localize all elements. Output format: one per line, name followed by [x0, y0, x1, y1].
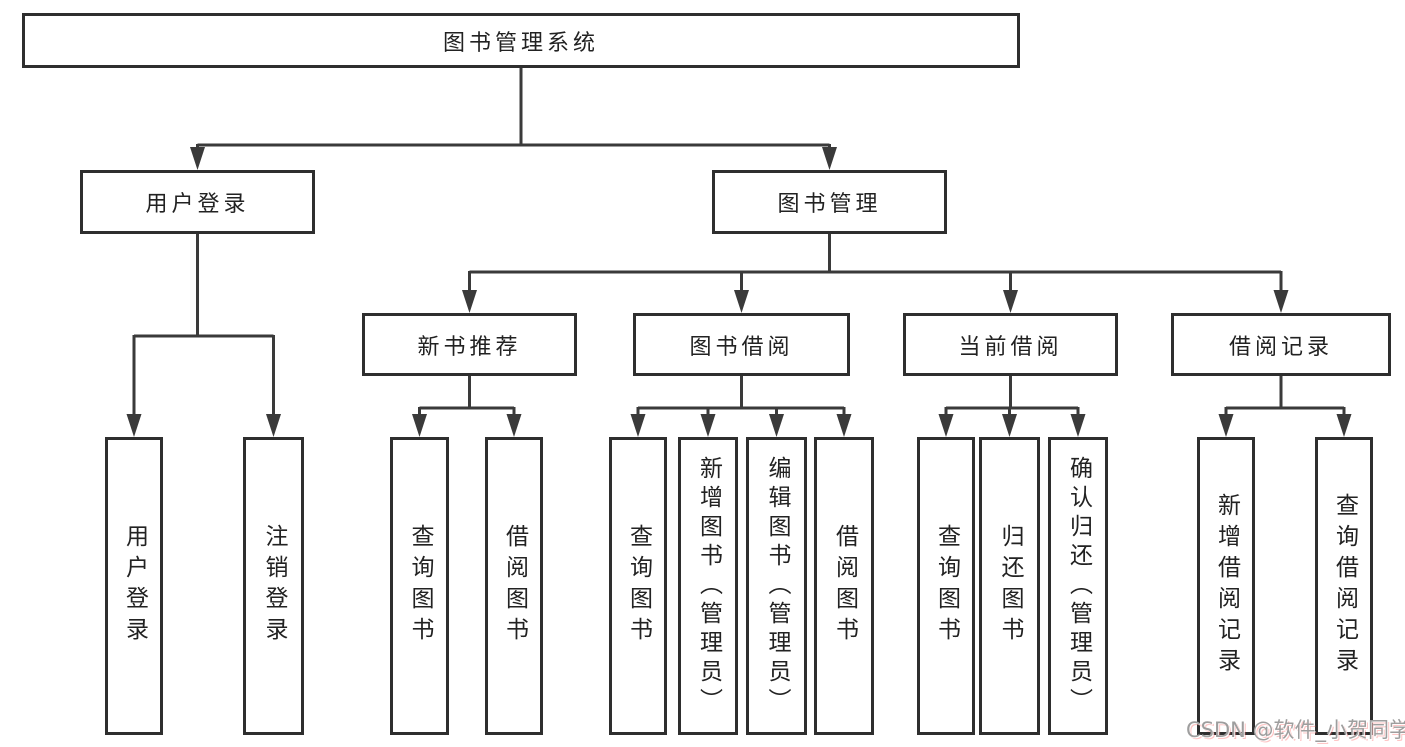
leaf-add-book-admin: 新增图书（管理员）: [678, 437, 738, 735]
leaf-add-book-admin-label: 新增图书（管理员）: [695, 455, 722, 717]
leaf-borrow-book-recommend: 借阅图书: [485, 437, 543, 735]
leaf-query-borrow-record: 查询借阅记录: [1315, 437, 1373, 735]
leaf-user-login: 用户登录: [105, 437, 163, 735]
leaf-query-borrow-record-label: 查询借阅记录: [1331, 493, 1358, 679]
leaf-query-book-recommend: 查询图书: [390, 437, 449, 735]
node-book-management: 图书管理: [712, 170, 947, 234]
node-user-login-label: 用户登录: [145, 192, 250, 217]
leaf-query-book-current: 查询图书: [917, 437, 975, 735]
node-book-borrow: 图书借阅: [633, 313, 850, 376]
leaf-query-book-current-label: 查询图书: [933, 524, 960, 648]
node-borrow-record-label: 借阅记录: [1228, 334, 1333, 360]
leaf-query-book-borrow-label: 查询图书: [625, 524, 652, 648]
node-current-borrow-label: 当前借阅: [958, 334, 1063, 360]
leaf-borrow-book: 借阅图书: [814, 437, 874, 735]
leaf-borrow-book-label: 借阅图书: [831, 524, 858, 648]
arrowheads: [126, 147, 1352, 437]
leaf-borrow-book-recommend-label: 借阅图书: [501, 524, 528, 648]
node-new-book-recommend-label: 新书推荐: [417, 334, 522, 360]
leaf-logout: 注销登录: [243, 437, 304, 735]
node-user-login: 用户登录: [80, 170, 315, 234]
leaf-confirm-return-admin-label: 确认归还（管理员）: [1065, 455, 1092, 717]
leaf-confirm-return-admin: 确认归还（管理员）: [1048, 437, 1108, 735]
leaf-return-book: 归还图书: [979, 437, 1040, 735]
node-root-label: 图书管理系统: [442, 30, 599, 56]
csdn-watermark: CSDN @软件_小贺同学: [1186, 718, 1405, 742]
leaf-query-book-recommend-label: 查询图书: [407, 524, 433, 648]
node-current-borrow: 当前借阅: [903, 313, 1118, 376]
leaf-user-login-label: 用户登录: [121, 524, 148, 648]
node-borrow-record: 借阅记录: [1171, 313, 1391, 376]
node-new-book-recommend: 新书推荐: [362, 313, 577, 376]
leaf-return-book-label: 归还图书: [997, 524, 1023, 648]
leaf-edit-book-admin: 编辑图书（管理员）: [746, 437, 807, 735]
leaf-query-book-borrow: 查询图书: [609, 437, 667, 735]
leaf-add-borrow-record: 新增借阅记录: [1197, 437, 1255, 735]
node-root: 图书管理系统: [22, 13, 1020, 68]
leaf-add-borrow-record-label: 新增借阅记录: [1213, 493, 1240, 679]
node-book-management-label: 图书管理: [777, 192, 882, 217]
leaf-edit-book-admin-label: 编辑图书（管理员）: [764, 455, 790, 717]
leaf-logout-label: 注销登录: [261, 524, 287, 648]
node-book-borrow-label: 图书借阅: [689, 334, 794, 360]
